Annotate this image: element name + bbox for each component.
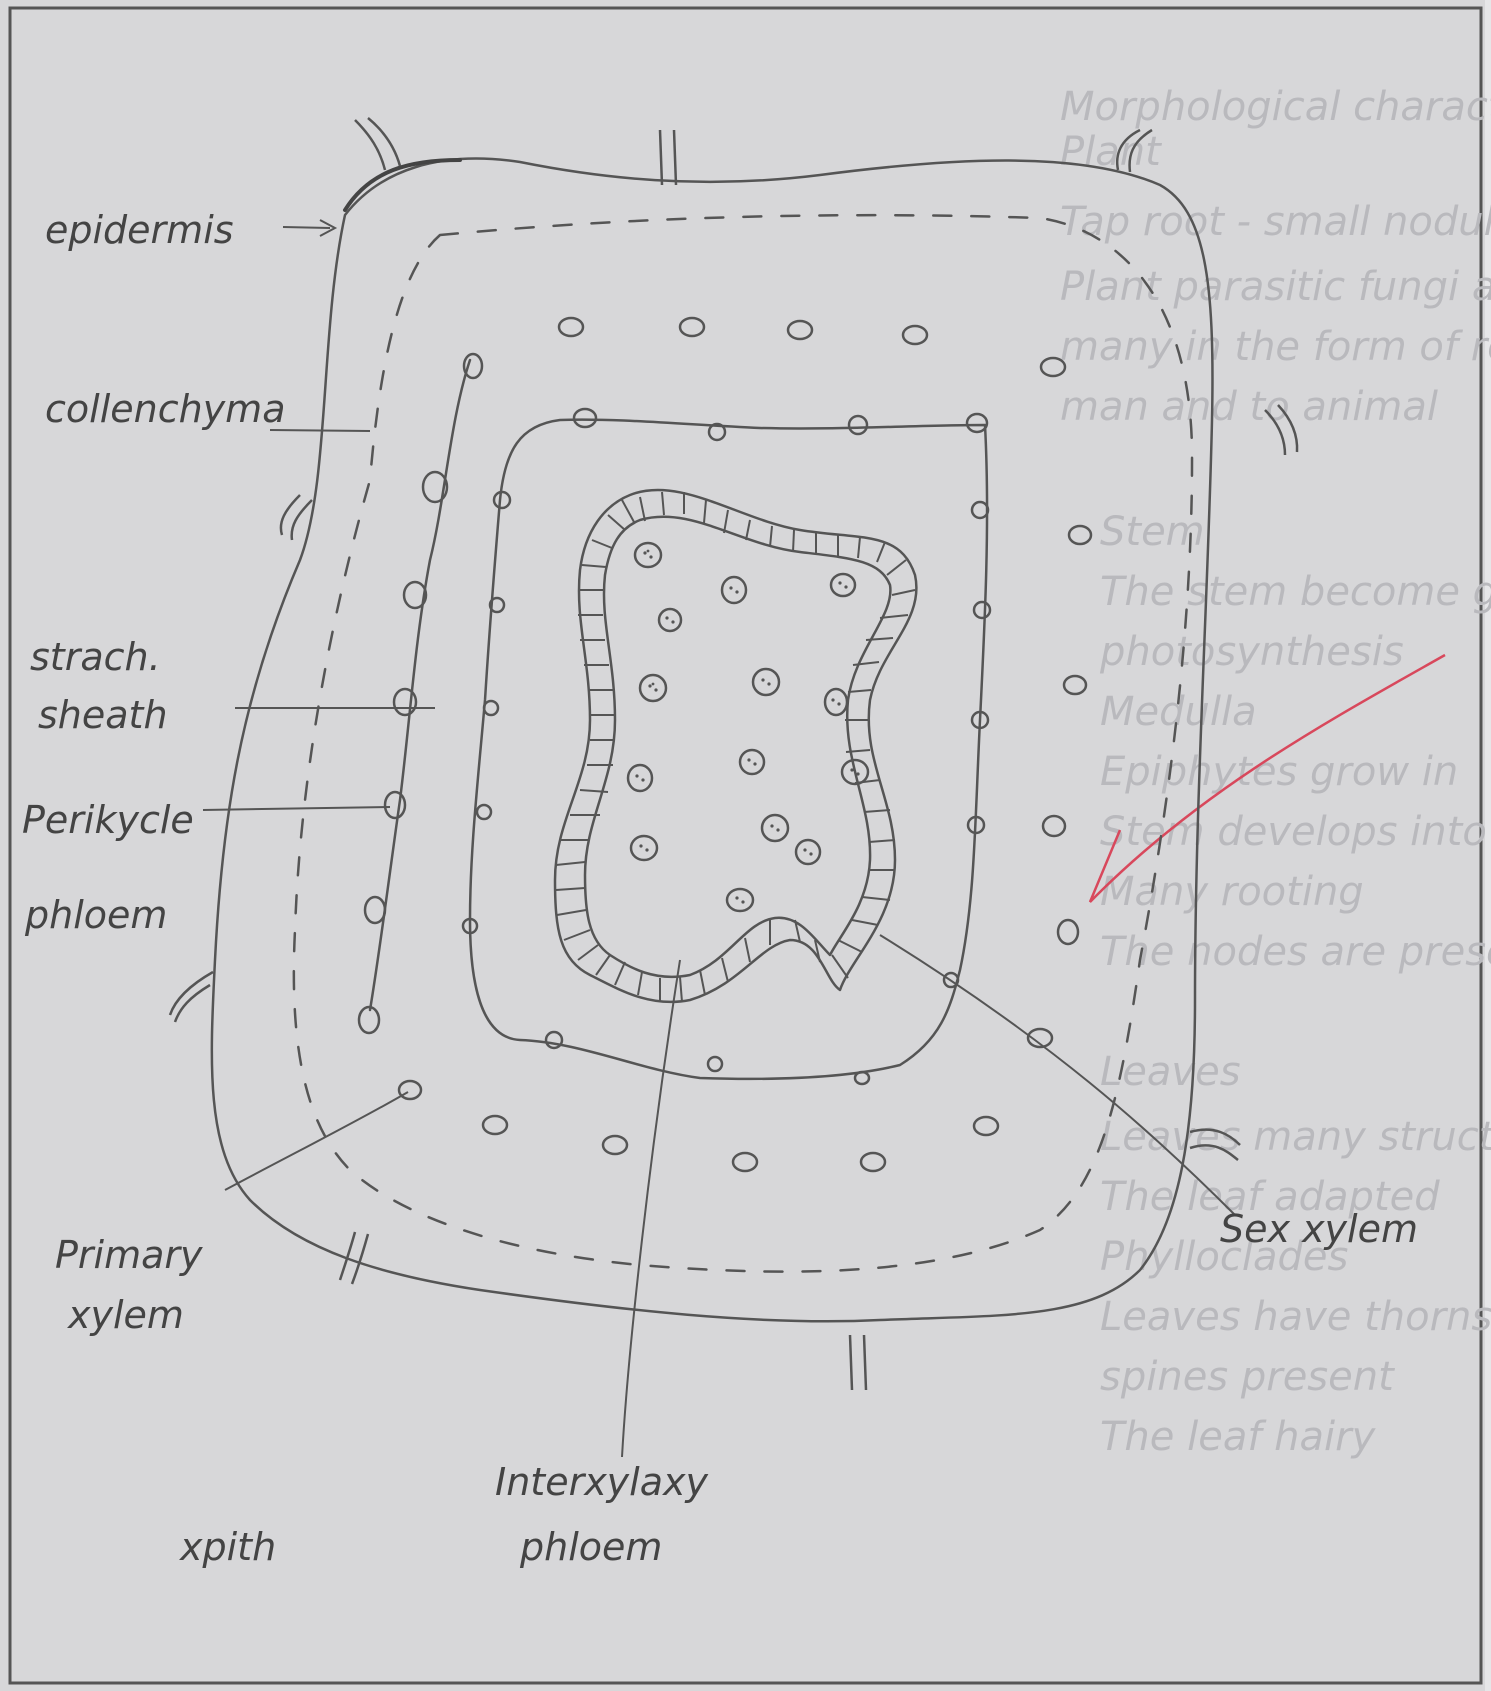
label-starch-sheath-1: strach.	[30, 635, 161, 679]
label-interxylary-1: Interxylaxy	[495, 1460, 709, 1504]
label-interxylary-2: phloem	[519, 1525, 662, 1569]
svg-text:spines present: spines present	[1100, 1354, 1395, 1400]
label-secondary-xylem: Sex xylem	[1220, 1207, 1418, 1251]
svg-text:photosynthesis: photosynthesis	[1099, 629, 1404, 675]
svg-text:The stem become green: The stem become green	[1100, 569, 1491, 615]
svg-text:Leaves have thorns: Leaves have thorns	[1100, 1294, 1491, 1340]
svg-text:Morphological characters of: Morphological characters of	[1060, 84, 1491, 130]
label-primary-xylem-2: xylem	[67, 1293, 184, 1337]
label-phloem: phloem	[24, 893, 167, 937]
label-pith: xpith	[179, 1525, 276, 1569]
svg-text:Plant: Plant	[1060, 129, 1162, 175]
label-primary-xylem-1: Primary	[55, 1233, 203, 1277]
svg-text:The nodes are present: The nodes are present	[1100, 929, 1491, 975]
label-collenchyma: collenchyma	[45, 387, 286, 431]
svg-text:man and to animal: man and to animal	[1060, 384, 1438, 430]
svg-text:Tap root - small nodules: Tap root - small nodules	[1060, 199, 1491, 245]
svg-text:Leaves many structures: Leaves many structures	[1100, 1114, 1491, 1160]
svg-text:The leaf hairy: The leaf hairy	[1100, 1414, 1377, 1460]
label-pericycle: Perikycle	[22, 798, 194, 842]
label-starch-sheath-2: sheath	[38, 693, 168, 737]
svg-text:Epiphytes grow in: Epiphytes grow in	[1100, 749, 1458, 795]
label-epidermis: epidermis	[45, 208, 234, 252]
svg-text:Plant parasitic fungi attacked: Plant parasitic fungi attacked	[1060, 264, 1491, 310]
svg-text:many in the form of root: many in the form of root	[1060, 324, 1491, 370]
svg-text:Many rooting: Many rooting	[1100, 869, 1364, 915]
